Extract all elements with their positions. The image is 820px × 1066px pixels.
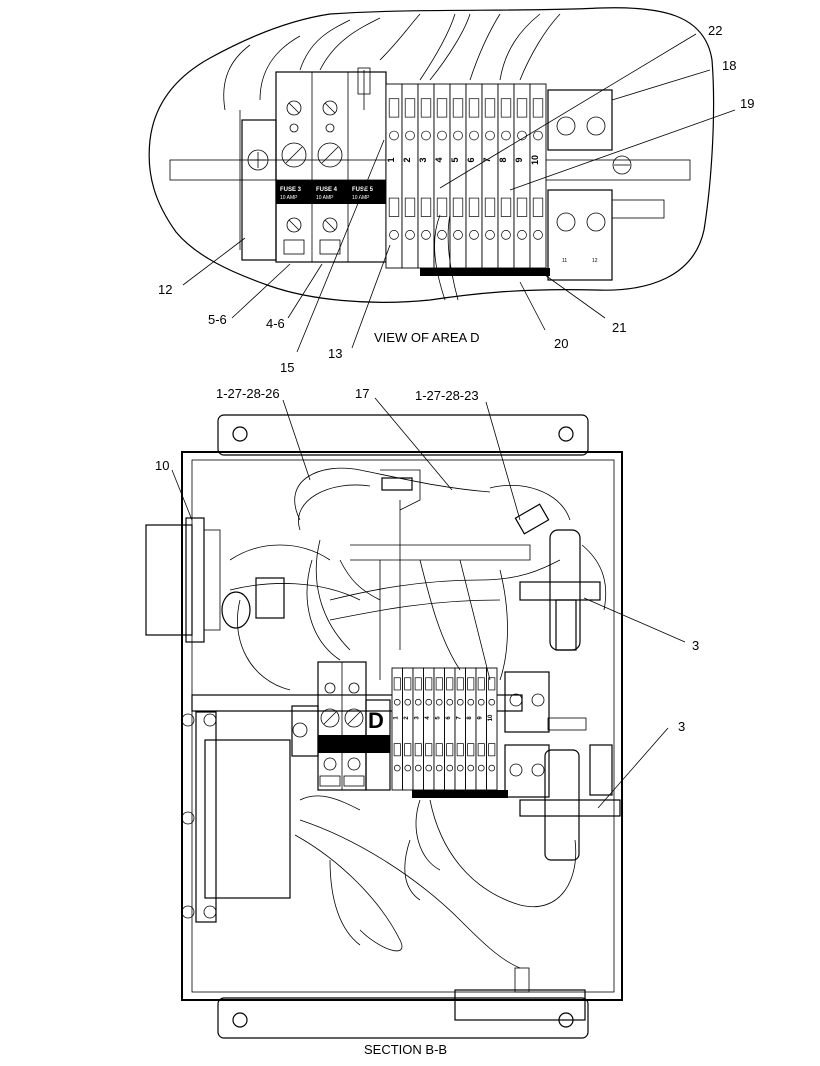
section-terminal-number-3: 3 bbox=[414, 716, 420, 720]
section-terminal-number-8: 8 bbox=[467, 716, 473, 720]
detail-view-area-d: FUSE 3 10 AMP FUSE 4 10 AMP FUSE 5 10 AM… bbox=[148, 7, 736, 353]
terminal-12: 12 bbox=[592, 258, 598, 264]
latch-pin bbox=[514, 967, 530, 993]
fuse5-rating: 10 AMP bbox=[352, 195, 370, 201]
fuse-holder-block: FUSE 3 10 AMP FUSE 4 10 AMP FUSE 5 10 AM… bbox=[241, 71, 387, 263]
callout-1-27-28-26: 1-27-28-26 bbox=[216, 386, 280, 401]
detail-leaders bbox=[182, 33, 736, 353]
side-connector bbox=[145, 517, 221, 643]
enclosure-box bbox=[181, 451, 623, 1001]
detail-terminal-number-2: 2 bbox=[402, 157, 412, 162]
top-mounting-flange bbox=[217, 414, 589, 456]
callout-5-6: 5-6 bbox=[208, 312, 227, 327]
detail-terminal-number-4: 4 bbox=[434, 157, 444, 162]
enclosure-inner bbox=[191, 459, 615, 993]
callout-10: 10 bbox=[155, 458, 169, 473]
detail-terminal-number-10: 10 bbox=[530, 155, 540, 165]
detail-outline bbox=[148, 7, 715, 303]
section-leaders bbox=[171, 397, 686, 809]
detail-terminal-3: 3 bbox=[417, 83, 435, 269]
detail-terminal-1: 1 bbox=[385, 83, 403, 269]
callout-22: 22 bbox=[708, 23, 722, 38]
detail-terminal-number-6: 6 bbox=[466, 157, 476, 162]
section-right-blocks bbox=[504, 671, 587, 798]
callout-17: 17 bbox=[355, 386, 369, 401]
callout-19: 19 bbox=[740, 96, 754, 111]
section-terminal-5: 5 bbox=[433, 667, 445, 791]
section-fuse-block bbox=[291, 661, 391, 791]
section-terminal-number-2: 2 bbox=[404, 716, 410, 720]
detail-terminal-6: 6 bbox=[465, 83, 483, 269]
section-terminal-number-9: 9 bbox=[477, 716, 483, 720]
section-terminal-base bbox=[412, 790, 508, 798]
terminal-11: 11 bbox=[562, 258, 567, 264]
callout-12: 12 bbox=[158, 282, 172, 297]
fuse3-rating: 10 AMP bbox=[280, 195, 298, 201]
callout-3-upper: 3 bbox=[692, 638, 699, 653]
section-wire-bundle bbox=[221, 467, 577, 969]
detail-terminal-10: 10 bbox=[529, 83, 547, 269]
section-terminal-3: 3 bbox=[412, 667, 424, 791]
mount-hole-tr bbox=[558, 426, 574, 442]
bottom-mounting-flange bbox=[217, 997, 589, 1039]
callout-18: 18 bbox=[722, 58, 736, 73]
fuse4-label: FUSE 4 bbox=[316, 187, 338, 193]
section-caption: SECTION B-B bbox=[364, 1042, 447, 1057]
detail-view-caption: VIEW OF AREA D bbox=[374, 330, 479, 345]
section-terminal-number-5: 5 bbox=[435, 716, 441, 720]
section-terminal-9: 9 bbox=[475, 667, 487, 791]
detail-terminal-8: 8 bbox=[497, 83, 515, 269]
detail-terminal-2: 2 bbox=[401, 83, 419, 269]
detail-terminal-9: 9 bbox=[513, 83, 531, 269]
section-marker-d: D bbox=[368, 708, 384, 733]
mount-hole-bl bbox=[232, 1012, 248, 1028]
pressure-fitting-upper bbox=[519, 529, 607, 651]
detail-terminal-number-3: 3 bbox=[418, 157, 428, 162]
section-terminal-1: 1 bbox=[391, 667, 403, 791]
detail-wires bbox=[223, 13, 561, 301]
detail-terminal-7: 7 bbox=[481, 83, 499, 269]
callout-3-lower: 3 bbox=[678, 719, 685, 734]
section-terminal-number-10: 10 bbox=[488, 714, 494, 721]
fuse3-label: FUSE 3 bbox=[280, 187, 302, 193]
bottom-latch bbox=[454, 989, 586, 1021]
callout-1-27-28-23: 1-27-28-23 bbox=[415, 388, 479, 403]
detail-terminal-number-1: 1 bbox=[386, 157, 396, 162]
callout-4-6: 4-6 bbox=[266, 316, 285, 331]
section-terminal-number-6: 6 bbox=[446, 716, 452, 720]
section-terminal-7: 7 bbox=[454, 667, 466, 791]
mount-hole-tl bbox=[232, 426, 248, 442]
callout-21: 21 bbox=[612, 320, 626, 335]
detail-terminal-5: 5 bbox=[449, 83, 467, 269]
terminal-base bbox=[420, 268, 550, 276]
right-switch-blocks: 11 12 bbox=[547, 89, 665, 281]
transformer-box bbox=[181, 711, 291, 923]
detail-terminal-number-9: 9 bbox=[514, 157, 524, 162]
section-terminal-number-4: 4 bbox=[425, 716, 431, 720]
section-terminal-2: 2 bbox=[402, 667, 414, 791]
detail-terminal-number-5: 5 bbox=[450, 157, 460, 162]
fuse4-rating: 10 AMP bbox=[316, 195, 334, 201]
callout-13: 13 bbox=[328, 346, 342, 361]
fuse5-label: FUSE 5 bbox=[352, 187, 374, 193]
section-terminal-number-1: 1 bbox=[393, 716, 399, 720]
detail-terminal-number-8: 8 bbox=[498, 157, 508, 162]
section-terminal-number-7: 7 bbox=[456, 716, 462, 720]
detail-terminal-4: 4 bbox=[433, 83, 451, 269]
pressure-fitting-lower bbox=[519, 744, 621, 861]
section-terminal-10: 10 bbox=[486, 667, 498, 791]
callout-20: 20 bbox=[554, 336, 568, 351]
section-din-rail bbox=[191, 694, 523, 712]
section-terminal-4: 4 bbox=[423, 667, 435, 791]
section-terminal-6: 6 bbox=[444, 667, 456, 791]
callout-15: 15 bbox=[280, 360, 294, 375]
section-terminal-8: 8 bbox=[465, 667, 477, 791]
